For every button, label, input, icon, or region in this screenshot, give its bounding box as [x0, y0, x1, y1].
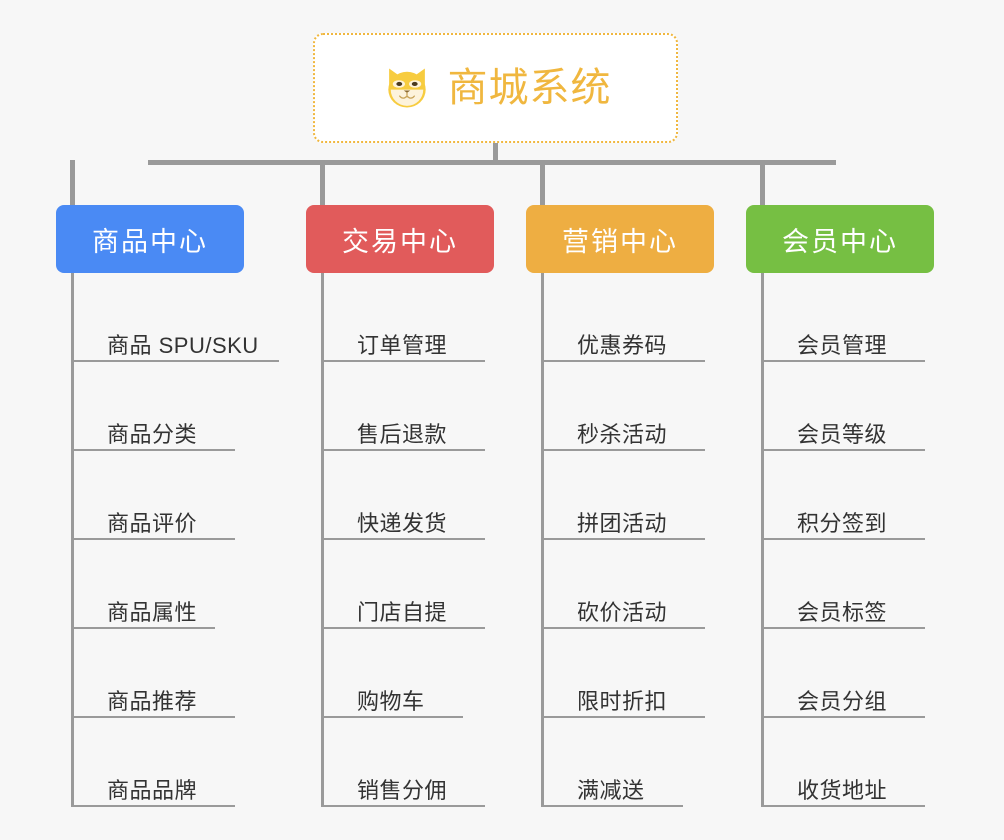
leaf-item-underline — [321, 360, 485, 362]
leaf-item[interactable]: 快递发货 — [321, 451, 551, 540]
leaf-item-underline — [321, 805, 485, 807]
category-box-product-center[interactable]: 商品中心 — [56, 205, 244, 273]
leaf-item-label: 门店自提 — [357, 599, 448, 625]
leaf-item-underline — [71, 360, 279, 362]
category-box-member-center[interactable]: 会员中心 — [746, 205, 934, 273]
column-spine-trade-center — [321, 273, 324, 807]
leaf-item-label: 砍价活动 — [577, 599, 668, 625]
leaf-item-underline — [761, 805, 925, 807]
leaf-item-underline — [761, 449, 925, 451]
category-label-trade-center: 交易中心 — [342, 226, 458, 257]
category-label-product-center: 商品中心 — [92, 226, 208, 257]
leaf-item-label: 商品品牌 — [107, 777, 198, 803]
leaf-item-underline — [321, 449, 485, 451]
leaf-item-label: 会员等级 — [797, 421, 888, 447]
category-box-marketing-center[interactable]: 营销中心 — [526, 205, 714, 273]
leaf-item-underline — [761, 716, 925, 718]
leaf-column-trade-center: 订单管理售后退款快递发货门店自提购物车销售分佣 — [321, 273, 551, 807]
leaf-item[interactable]: 限时折扣 — [541, 629, 771, 718]
leaf-item-label: 秒杀活动 — [577, 421, 668, 447]
leaf-column-product-center: 商品 SPU/SKU 商品分类商品评价商品属性商品推荐商品品牌 — [71, 273, 301, 807]
leaf-item[interactable]: 销售分佣 — [321, 718, 551, 807]
leaf-item[interactable]: 订单管理 — [321, 273, 551, 362]
leaf-item-label: 销售分佣 — [357, 777, 448, 803]
leaf-item-label: 商品推荐 — [107, 688, 198, 714]
leaf-item-underline — [761, 627, 925, 629]
leaf-item-underline — [71, 805, 235, 807]
column-spine-marketing-center — [541, 273, 544, 807]
leaf-item[interactable]: 商品分类 — [71, 362, 301, 451]
leaf-item[interactable]: 商品评价 — [71, 451, 301, 540]
leaf-item-underline — [541, 449, 705, 451]
leaf-item[interactable]: 商品品牌 — [71, 718, 301, 807]
leaf-column-marketing-center: 优惠券码秒杀活动拼团活动砍价活动限时折扣满减送 — [541, 273, 771, 807]
leaf-item[interactable]: 满减送 — [541, 718, 771, 807]
connector-horizontal-bus — [148, 160, 836, 165]
leaf-column-member-center: 会员管理会员等级积分签到会员标签会员分组收货地址 — [761, 273, 991, 807]
leaf-item[interactable]: 拼团活动 — [541, 451, 771, 540]
leaf-item[interactable]: 秒杀活动 — [541, 362, 771, 451]
leaf-item-label: 拼团活动 — [577, 510, 668, 536]
leaf-item-label: 会员管理 — [797, 332, 888, 358]
leaf-item[interactable]: 会员标签 — [761, 540, 991, 629]
leaf-item[interactable]: 商品属性 — [71, 540, 301, 629]
leaf-item[interactable]: 售后退款 — [321, 362, 551, 451]
leaf-item[interactable]: 会员管理 — [761, 273, 991, 362]
leaf-item-underline — [71, 449, 235, 451]
column-spine-product-center — [71, 273, 74, 807]
leaf-item-underline — [321, 716, 463, 718]
root-node-shop-system[interactable]: 商城系统 — [313, 33, 678, 143]
leaf-item-label: 限时折扣 — [577, 688, 668, 714]
leaf-item-label: 商品 SPU/SKU — [107, 332, 259, 358]
leaf-item-label: 会员分组 — [797, 688, 888, 714]
connector-drop-trade-center — [320, 160, 325, 205]
leaf-item-underline — [541, 805, 683, 807]
leaf-item[interactable]: 会员分组 — [761, 629, 991, 718]
leaf-item-underline — [71, 538, 235, 540]
leaf-item[interactable]: 收货地址 — [761, 718, 991, 807]
connector-root-stub — [493, 143, 498, 165]
leaf-item-label: 收货地址 — [797, 777, 888, 803]
column-spine-member-center — [761, 273, 764, 807]
connector-drop-product-center — [70, 160, 75, 205]
leaf-item[interactable]: 会员等级 — [761, 362, 991, 451]
leaf-item-label: 满减送 — [577, 777, 645, 803]
leaf-item-label: 商品分类 — [107, 421, 198, 447]
leaf-item[interactable]: 门店自提 — [321, 540, 551, 629]
leaf-item-label: 优惠券码 — [577, 332, 668, 358]
leaf-item-underline — [541, 538, 705, 540]
connector-drop-member-center — [760, 160, 765, 205]
leaf-item-label: 积分签到 — [797, 510, 888, 536]
leaf-item-underline — [541, 716, 705, 718]
shiba-dog-face-icon — [387, 68, 426, 108]
leaf-item-underline — [71, 627, 215, 629]
leaf-item-underline — [321, 627, 485, 629]
leaf-item-label: 快递发货 — [357, 510, 448, 536]
leaf-item-label: 售后退款 — [357, 421, 448, 447]
leaf-item[interactable]: 商品 SPU/SKU — [71, 273, 301, 362]
leaf-item-label: 商品属性 — [107, 599, 198, 625]
leaf-item[interactable]: 积分签到 — [761, 451, 991, 540]
leaf-item-label: 订单管理 — [357, 332, 448, 358]
connector-drop-marketing-center — [540, 160, 545, 205]
leaf-item-underline — [71, 716, 235, 718]
leaf-item-underline — [541, 627, 705, 629]
leaf-item-label: 购物车 — [357, 688, 425, 714]
leaf-item-underline — [761, 538, 925, 540]
category-label-marketing-center: 营销中心 — [562, 226, 678, 257]
category-box-trade-center[interactable]: 交易中心 — [306, 205, 494, 273]
leaf-item-underline — [541, 360, 705, 362]
leaf-item[interactable]: 优惠券码 — [541, 273, 771, 362]
leaf-item[interactable]: 砍价活动 — [541, 540, 771, 629]
leaf-item-label: 会员标签 — [797, 599, 888, 625]
root-title: 商城系统 — [447, 66, 612, 110]
leaf-item[interactable]: 购物车 — [321, 629, 551, 718]
category-label-member-center: 会员中心 — [782, 226, 898, 257]
leaf-item[interactable]: 商品推荐 — [71, 629, 301, 718]
leaf-item-label: 商品评价 — [107, 510, 198, 536]
leaf-item-underline — [761, 360, 925, 362]
leaf-item-underline — [321, 538, 485, 540]
